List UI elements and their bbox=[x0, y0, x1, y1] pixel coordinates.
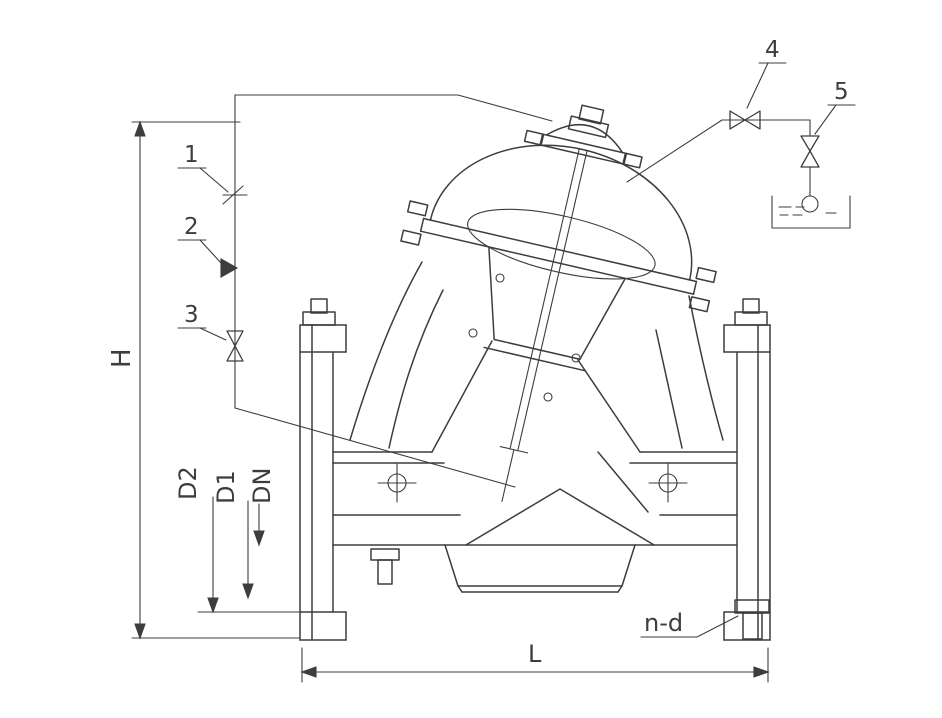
top-cap bbox=[523, 104, 643, 169]
cap-port bbox=[578, 104, 605, 125]
callout-2-label: 2 bbox=[184, 214, 199, 240]
arrowhead-up bbox=[134, 120, 146, 137]
dimension-D1 bbox=[242, 500, 254, 600]
arrowhead-right bbox=[753, 666, 770, 678]
flange-nut bbox=[695, 266, 717, 284]
float-tank bbox=[771, 195, 851, 229]
arrowhead-down bbox=[134, 623, 146, 640]
lower-case-left bbox=[488, 246, 495, 341]
flange-nut bbox=[400, 229, 422, 246]
lower-case-right bbox=[579, 277, 627, 361]
diaphragm-actuator bbox=[400, 104, 717, 502]
arrowhead-down bbox=[242, 583, 254, 600]
case-bolt-holes bbox=[468, 273, 581, 402]
cap-boss bbox=[567, 115, 610, 139]
flange-bolt bbox=[734, 311, 768, 326]
labels: H D2 D1 DN L n-d 1 2 3 4 5 bbox=[107, 37, 849, 668]
arrowhead-down bbox=[253, 530, 265, 547]
dimension-D2 bbox=[197, 496, 301, 614]
valve-body bbox=[332, 261, 738, 593]
flange-nut bbox=[406, 200, 429, 217]
left-arm-inner bbox=[388, 289, 444, 449]
float-ball bbox=[801, 195, 819, 213]
diaphragm bbox=[467, 208, 656, 280]
arrowhead-left bbox=[300, 666, 317, 678]
dimension-D1-label: D1 bbox=[212, 470, 240, 504]
pilot-valve-4-symbol bbox=[729, 110, 761, 130]
flange-nut bbox=[688, 296, 711, 313]
pilot-valve-5-symbol bbox=[800, 135, 820, 168]
pilot-valve-3-symbol bbox=[226, 330, 244, 362]
bottom-bowl bbox=[444, 544, 636, 593]
neck-right bbox=[577, 359, 641, 453]
right-pipe-flange bbox=[648, 298, 771, 641]
control-piping-right bbox=[626, 110, 851, 229]
valve-stem bbox=[499, 149, 588, 502]
arrowhead-down bbox=[207, 597, 219, 614]
callout-4-label: 4 bbox=[765, 37, 780, 63]
flange-bolt-nut bbox=[742, 298, 760, 314]
right-arm-inner bbox=[655, 329, 683, 449]
dimension-D2-label: D2 bbox=[174, 466, 202, 500]
cap-nut bbox=[523, 129, 545, 146]
dome bbox=[429, 144, 693, 281]
cap-nut bbox=[622, 152, 643, 169]
dimension-L bbox=[300, 647, 770, 683]
neck-left bbox=[431, 340, 493, 453]
dimension-nd-label: n-d bbox=[644, 609, 683, 637]
left-arm-outer bbox=[349, 261, 423, 441]
flange-bolt bbox=[302, 311, 336, 326]
seat-bridge bbox=[465, 488, 655, 546]
dimension-nd-leader bbox=[640, 615, 739, 638]
dimension-L-label: L bbox=[528, 640, 542, 668]
seat-passage-line bbox=[597, 451, 649, 513]
left-pipe-flange bbox=[299, 298, 417, 641]
bolt-hole-crosshair bbox=[377, 463, 417, 503]
dimension-H bbox=[131, 120, 301, 640]
control-piping-left bbox=[220, 94, 553, 488]
callout-3-label: 3 bbox=[184, 302, 199, 328]
dimension-H-label: H bbox=[107, 348, 137, 368]
pilot-valve-2-symbol bbox=[220, 258, 239, 278]
dimension-DN bbox=[253, 503, 265, 547]
flange-bolt-nut bbox=[310, 298, 328, 314]
pilot-valve-1-symbol bbox=[222, 185, 248, 205]
dimension-DN-label: DN bbox=[248, 468, 276, 504]
drain-plug bbox=[370, 548, 400, 585]
callout-1-label: 1 bbox=[184, 142, 199, 168]
callout-5-label: 5 bbox=[834, 79, 849, 105]
bolt-hole-crosshair bbox=[648, 463, 688, 503]
callout-leaders bbox=[177, 62, 856, 341]
bottom-flange-bolt bbox=[734, 599, 770, 640]
right-arm-outer bbox=[688, 295, 724, 441]
